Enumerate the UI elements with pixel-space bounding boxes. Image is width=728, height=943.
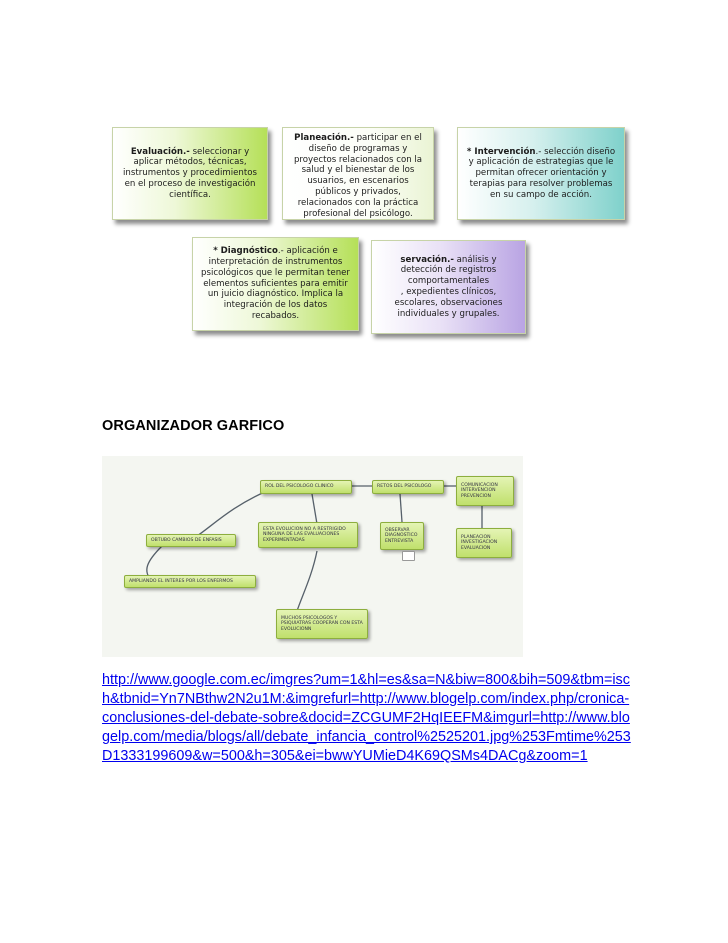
map-node-retos: RETOS DEL PSICOLOGO (372, 480, 444, 494)
node-planeacion: Planeación.- participar en el diseño de … (282, 127, 434, 220)
map-node-muchos: MUCHOS PSICOLOGOS Y PSIQUIATRAS COOPERAN… (276, 609, 368, 639)
term-diagnostico: * Diagnóstico (213, 246, 278, 257)
map-node-rol: ROL DEL PSICOLOGO CLINICO (260, 480, 352, 494)
map-node-planeacion-label: PLANEACION INVESTIGACION EVALUACION (461, 534, 498, 551)
concept-map-image: ROL DEL PSICOLOGO CLINICO RETOS DEL PSIC… (102, 456, 523, 657)
map-node-cambios: OBTUBO CAMBIOS DE ENFASIS (146, 534, 236, 547)
text-planeacion: participar en el diseño de programas y p… (293, 133, 423, 219)
map-node-cambios-label: OBTUBO CAMBIOS DE ENFASIS (151, 537, 222, 543)
text-diagnostico: .- aplicación e interpretación de instru… (201, 246, 350, 321)
connector-evolucion-muchos (296, 550, 318, 612)
node-evaluacion: Evaluación.- seleccionar y aplicar métod… (112, 127, 268, 220)
map-node-observar-label: OBSERVAR DIAGNOSTICO ENTREVISTA (385, 527, 418, 544)
node-diagnostico: * Diagnóstico.- aplicación e interpretac… (192, 237, 359, 331)
node-observacion: servación.- análisis y detección de regi… (371, 240, 526, 334)
term-intervencion: * Intervención (466, 146, 536, 157)
text-observacion-1: análisis y detección de registros compor… (400, 254, 497, 287)
map-node-observar: OBSERVAR DIAGNOSTICO ENTREVISTA (380, 522, 424, 550)
text-observacion-2: , expedientes clínicos, escolares, obser… (394, 287, 503, 319)
connector-rol-cambios (196, 490, 268, 537)
map-node-comunicacion: COMUNICACION INTERVENCION PREVENCION (456, 476, 514, 506)
text-intervencion: .- selección diseño y aplicación de estr… (468, 146, 616, 200)
node-intervencion: * Intervención.- selección diseño y apli… (457, 127, 625, 220)
map-node-comunicacion-label: COMUNICACION INTERVENCION PREVENCION (461, 482, 498, 499)
map-node-evolucion: ESTA EVOLUCION NO A RESTRIGIDO NINGUNA D… (258, 522, 358, 548)
map-node-ampliando: AMPLIANDO EL INTERES POR LOS ENFERMOS (124, 575, 256, 588)
map-node-muchos-label: MUCHOS PSICOLOGOS Y PSIQUIATRAS COOPERAN… (281, 615, 363, 632)
section-title: ORGANIZADOR GARFICO (102, 418, 285, 434)
note-icon (402, 551, 415, 561)
connector-rol-evolucion (311, 493, 318, 525)
map-node-rol-label: ROL DEL PSICOLOGO CLINICO (265, 484, 334, 490)
map-node-ampliando-label: AMPLIANDO EL INTERES POR LOS ENFERMOS (129, 578, 233, 584)
source-link[interactable]: http://www.google.com.ec/imgres?um=1&hl=… (102, 672, 631, 764)
map-node-planeacion: PLANEACION INVESTIGACION EVALUACION (456, 528, 512, 558)
term-evaluacion: Evaluación.- (130, 146, 190, 157)
connector-retos-observar (399, 493, 403, 523)
map-node-retos-label: RETOS DEL PSICOLOGO (377, 484, 432, 490)
text-evaluacion: seleccionar y aplicar métodos, técnicas,… (123, 146, 257, 200)
map-node-evolucion-label: ESTA EVOLUCION NO A RESTRIGIDO NINGUNA D… (263, 526, 346, 543)
term-observacion: servación.- (400, 254, 454, 265)
term-planeacion: Planeación.- (294, 133, 354, 143)
